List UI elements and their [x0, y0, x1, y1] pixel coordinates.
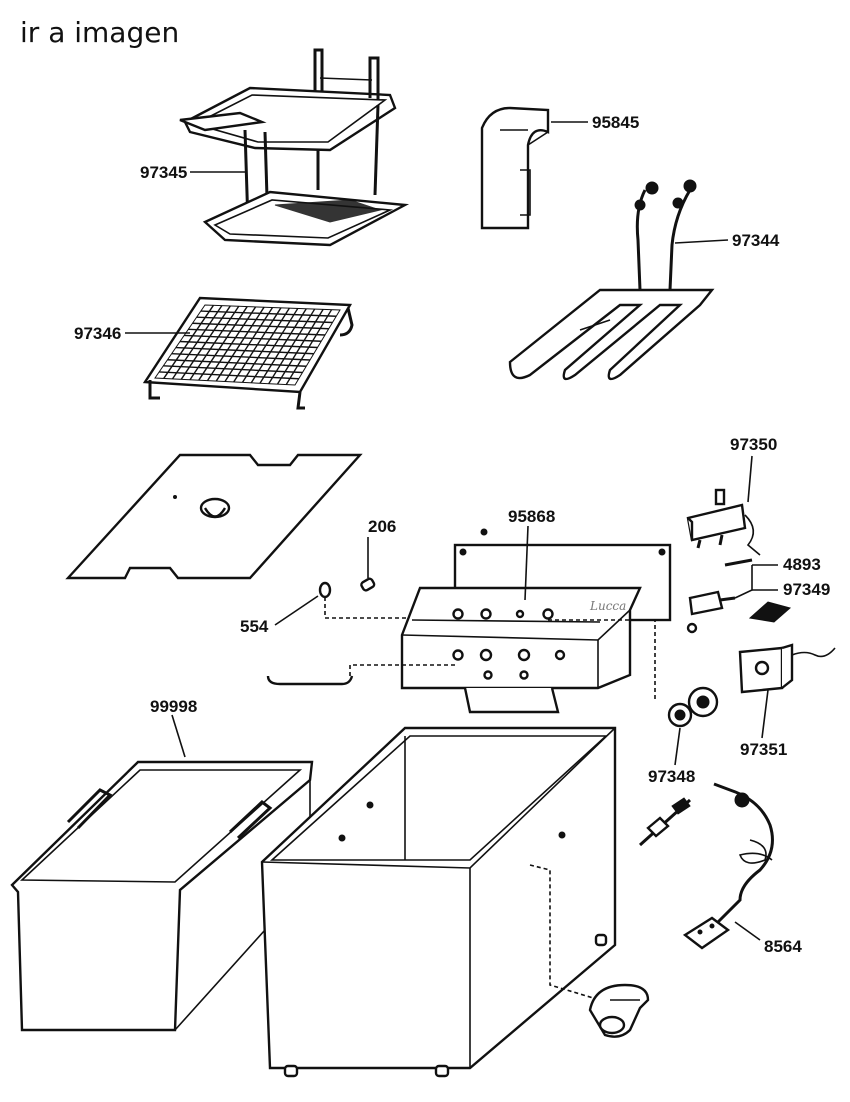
thermostat-drawing — [686, 488, 761, 567]
label-95845: 95845 — [592, 113, 639, 132]
label-8564: 8564 — [764, 937, 802, 956]
rack-wire — [215, 306, 265, 382]
control-housing-drawing: Lucca — [400, 528, 672, 714]
rack-wire — [285, 309, 333, 385]
label-97350: 97350 — [730, 435, 777, 454]
power-cord-drawing — [682, 782, 774, 950]
part-206-drawing — [360, 577, 376, 592]
rack-wire — [276, 309, 324, 385]
label-97346: 97346 — [74, 324, 121, 343]
rack-wire — [206, 306, 257, 382]
label-4893: 4893 — [783, 555, 821, 574]
junction-box-drawing — [738, 643, 836, 694]
side-handle-drawing — [588, 983, 650, 1038]
rack-wire — [171, 305, 223, 380]
rack-wire — [268, 308, 316, 385]
heating-element-drawing — [508, 179, 715, 381]
rack-wire — [233, 307, 282, 383]
rack-wire — [189, 305, 240, 381]
fuse-drawing — [638, 797, 692, 847]
brand-mark: Lucca — [589, 599, 626, 613]
label-95868: 95868 — [508, 507, 555, 526]
label-97349: 97349 — [783, 580, 830, 599]
rack-wire — [259, 308, 307, 384]
part-labels: 97345 95845 97344 97346 97350 206 95868 … — [74, 113, 830, 956]
part-554-drawing — [318, 581, 460, 619]
leader-lines — [125, 121, 778, 941]
rack-grid-drawing — [142, 296, 354, 410]
cover-95845-drawing — [480, 106, 550, 230]
label-97348: 97348 — [648, 767, 695, 786]
rack-wire — [224, 307, 274, 382]
drain-pipe-drawing — [266, 664, 455, 686]
control-knobs-drawing — [667, 686, 719, 728]
rack-wire — [250, 308, 299, 384]
switch-drawing — [686, 590, 792, 634]
rack-wire — [198, 306, 248, 381]
fry-basket-drawing — [179, 48, 410, 247]
fryer-body-drawing — [260, 726, 617, 1078]
rack-wire — [241, 307, 290, 383]
label-554: 554 — [240, 617, 269, 636]
rack-wire — [163, 304, 215, 379]
go-to-image-link[interactable]: ir a imagen — [20, 16, 179, 49]
label-206: 206 — [368, 517, 396, 536]
rack-wire — [180, 305, 231, 380]
lid-plate-drawing — [65, 453, 363, 580]
label-99998: 99998 — [150, 697, 197, 716]
label-97351: 97351 — [740, 740, 787, 759]
label-97345: 97345 — [140, 163, 187, 182]
label-97344: 97344 — [732, 231, 780, 250]
